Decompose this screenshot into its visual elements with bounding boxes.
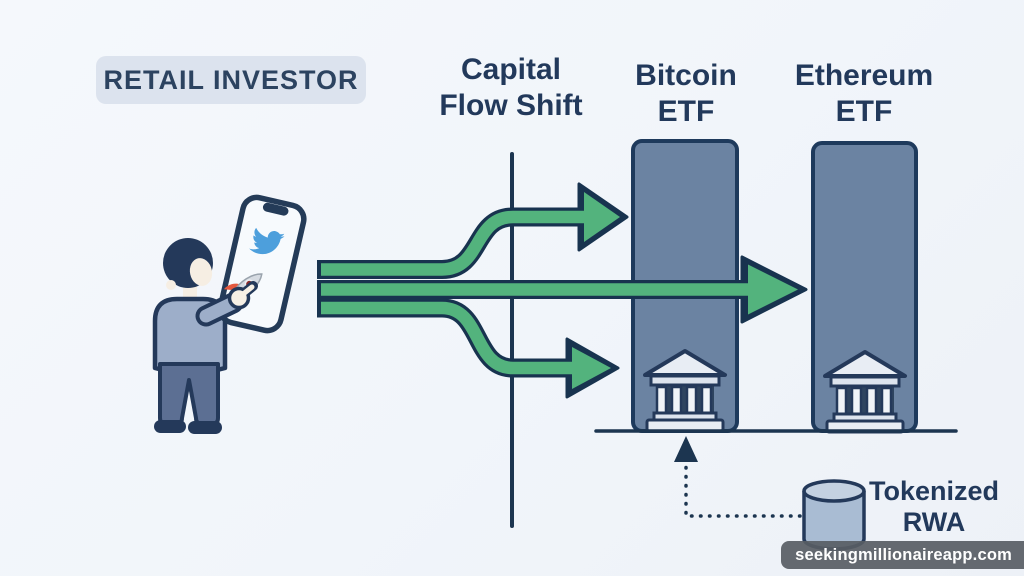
person-left-shoe [154, 420, 186, 433]
tokenized-rwa-line2: RWA [902, 507, 966, 537]
phone-notch [262, 202, 289, 216]
person-finger [239, 284, 255, 298]
retail-investor-text: RETAIL INVESTOR [103, 64, 359, 95]
twitter-bird-icon [249, 227, 285, 255]
person-right-shoe [188, 421, 222, 434]
bitcoin-etf-heading: Bitcoin ETF [614, 58, 758, 130]
capital-flow-line1: Capital [460, 53, 562, 86]
watermark-badge: seekingmillionaireapp.com [781, 541, 1024, 569]
bitcoin-etf-line1: Bitcoin [635, 59, 737, 92]
person-nape [166, 280, 176, 290]
tokenized-rwa-label: Tokenized RWA [866, 476, 1002, 538]
person-figure [152, 238, 228, 434]
person-arm [195, 281, 258, 327]
person-legs [158, 362, 220, 426]
flow-arrow-top [317, 182, 629, 279]
tokenized-rwa-line1: Tokenized [868, 476, 1000, 506]
ethereum-etf-heading: Ethereum ETF [786, 58, 942, 130]
retail-investor-label: RETAIL INVESTOR [96, 56, 366, 104]
flow-arrow-middle [317, 255, 808, 324]
ethereum-etf-line1: Ethereum [794, 59, 934, 92]
capital-flow-line2: Flow Shift [439, 89, 583, 122]
flow-arrow-bottom [317, 298, 620, 399]
capital-flow-shift-heading: Capital Flow Shift [416, 52, 606, 124]
database-cylinder-icon [802, 479, 866, 551]
dotted-arrow [674, 436, 802, 518]
watermark-text: seekingmillionaireapp.com [795, 546, 1012, 564]
ethereum-etf-line2: ETF [835, 95, 893, 128]
bitcoin-etf-line2: ETF [657, 95, 715, 128]
person-face [189, 258, 213, 286]
